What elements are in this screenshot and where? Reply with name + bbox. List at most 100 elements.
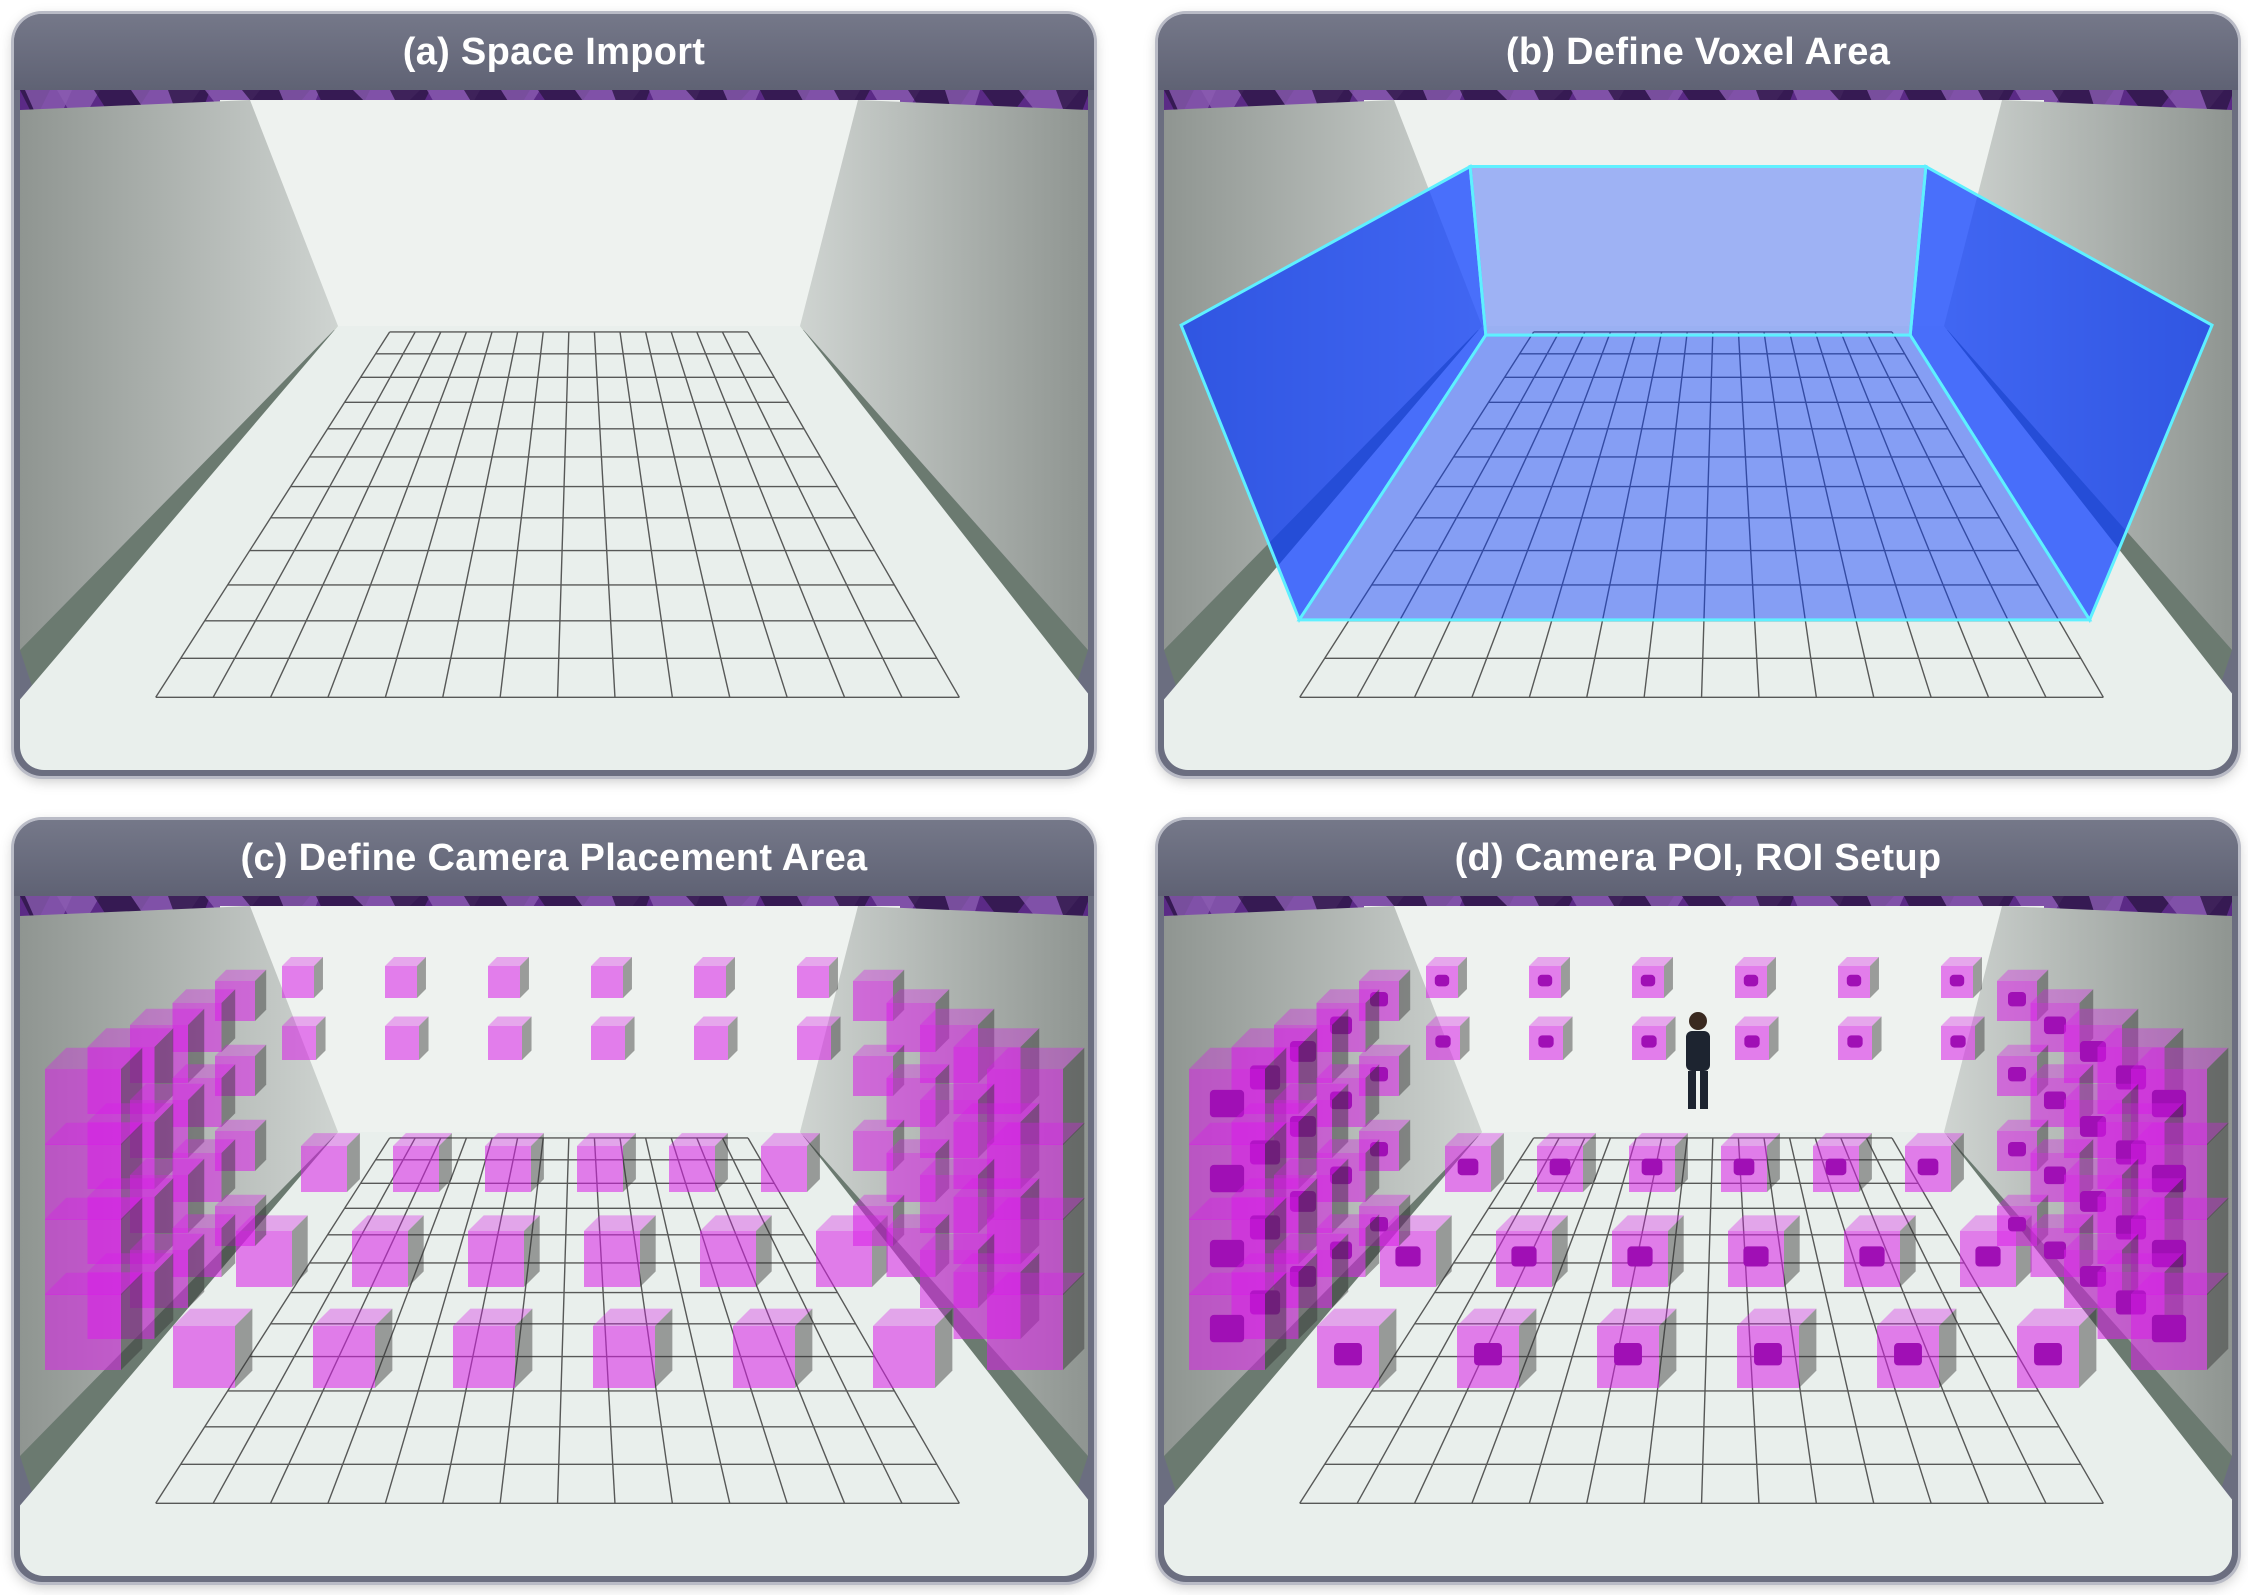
camera-roi-box[interactable]: [1735, 957, 1776, 998]
camera-placement-box[interactable]: [488, 1016, 532, 1060]
camera-icon: [2151, 1164, 2187, 1193]
camera-placement-box[interactable]: [45, 1272, 143, 1370]
camera-icon: [1917, 1158, 1939, 1176]
camera-roi-box[interactable]: [1359, 969, 1411, 1021]
back-wall: [220, 100, 900, 330]
camera-roi-box[interactable]: [1529, 1016, 1573, 1060]
camera-icon: [1825, 1158, 1847, 1176]
camera-placement-box[interactable]: [591, 957, 632, 998]
camera-roi-box[interactable]: [1838, 1016, 1882, 1060]
camera-roi-box[interactable]: [1997, 969, 2049, 1021]
camera-placement-box[interactable]: [172, 1139, 236, 1202]
scene-viewport[interactable]: [20, 896, 1088, 1576]
camera-roi-box[interactable]: [1274, 1158, 1349, 1233]
camera-placement-box[interactable]: [853, 1044, 905, 1096]
camera-icon: [1537, 974, 1553, 987]
camera-placement-box[interactable]: [313, 1308, 393, 1388]
camera-roi-box[interactable]: [1537, 1133, 1596, 1192]
camera-placement-box[interactable]: [577, 1133, 636, 1192]
camera-roi-box[interactable]: [1612, 1215, 1684, 1287]
camera-placement-box[interactable]: [853, 1119, 905, 1171]
camera-placement-box[interactable]: [987, 1197, 1085, 1295]
camera-roi-box[interactable]: [1941, 1016, 1985, 1060]
camera-placement-box[interactable]: [853, 969, 905, 1021]
voxel-area[interactable]: [1179, 164, 2214, 624]
camera-placement-box[interactable]: [488, 957, 529, 998]
camera-placement-box[interactable]: [797, 1016, 841, 1060]
camera-placement-box[interactable]: [173, 1308, 253, 1388]
camera-roi-box[interactable]: [1359, 1194, 1411, 1246]
camera-icon: [1474, 1343, 1502, 1366]
scene-viewport[interactable]: [1164, 90, 2232, 770]
camera-roi-box[interactable]: [1629, 1133, 1688, 1192]
camera-placement-box[interactable]: [761, 1133, 820, 1192]
camera-roi-box[interactable]: [1941, 957, 1982, 998]
camera-icon: [1538, 1035, 1554, 1048]
camera-placement-box[interactable]: [987, 1272, 1085, 1370]
camera-roi-box[interactable]: [2017, 1308, 2097, 1388]
camera-roi-box[interactable]: [1426, 1016, 1470, 1060]
camera-placement-box[interactable]: [172, 989, 236, 1052]
camera-roi-box[interactable]: [1813, 1133, 1872, 1192]
scene-viewport[interactable]: [1164, 896, 2232, 1576]
camera-roi-box[interactable]: [1728, 1215, 1800, 1287]
camera-placement-box[interactable]: [584, 1215, 656, 1287]
camera-roi-box[interactable]: [1632, 957, 1673, 998]
camera-roi-box[interactable]: [1838, 957, 1879, 998]
camera-placement-box[interactable]: [215, 969, 267, 1021]
camera-roi-box[interactable]: [1877, 1308, 1957, 1388]
camera-placement-box[interactable]: [215, 1044, 267, 1096]
camera-roi-box[interactable]: [1844, 1215, 1916, 1287]
camera-roi-box[interactable]: [1359, 1044, 1411, 1096]
camera-roi-box[interactable]: [1189, 1272, 1287, 1370]
camera-grid: [1189, 957, 2229, 1388]
camera-placement-box[interactable]: [215, 1119, 267, 1171]
camera-roi-box[interactable]: [1445, 1133, 1504, 1192]
camera-roi-box[interactable]: [1529, 957, 1570, 998]
camera-icon: [1209, 1239, 1245, 1268]
camera-placement-box[interactable]: [873, 1308, 953, 1388]
camera-roi-box[interactable]: [2131, 1047, 2229, 1145]
camera-placement-box[interactable]: [700, 1215, 772, 1287]
camera-roi-box[interactable]: [1359, 1119, 1411, 1171]
camera-roi-box[interactable]: [2030, 1139, 2094, 1202]
camera-placement-box[interactable]: [591, 1016, 635, 1060]
camera-icon: [1370, 1217, 1388, 1232]
camera-placement-box[interactable]: [669, 1133, 728, 1192]
camera-roi-box[interactable]: [1735, 1016, 1779, 1060]
scene-viewport[interactable]: [20, 90, 1088, 770]
camera-placement-box[interactable]: [282, 1016, 326, 1060]
camera-placement-box[interactable]: [797, 957, 838, 998]
camera-placement-box[interactable]: [468, 1215, 540, 1287]
camera-roi-box[interactable]: [1737, 1308, 1817, 1388]
camera-placement-box[interactable]: [282, 957, 323, 998]
camera-placement-box[interactable]: [694, 1016, 738, 1060]
camera-placement-box[interactable]: [393, 1133, 452, 1192]
camera-icon: [2043, 1091, 2067, 1110]
camera-roi-box[interactable]: [1632, 1016, 1676, 1060]
camera-roi-box[interactable]: [1274, 1083, 1349, 1158]
camera-grid: [45, 957, 1085, 1388]
camera-icon: [1395, 1246, 1421, 1267]
camera-roi-box[interactable]: [1426, 957, 1467, 998]
camera-placement-box[interactable]: [301, 1133, 360, 1192]
camera-roi-box[interactable]: [1721, 1133, 1780, 1192]
camera-roi-box[interactable]: [1496, 1215, 1568, 1287]
camera-roi-box[interactable]: [1905, 1133, 1964, 1192]
camera-placement-box[interactable]: [215, 1194, 267, 1246]
camera-placement-box[interactable]: [385, 1016, 429, 1060]
camera-roi-box[interactable]: [1457, 1308, 1537, 1388]
camera-icon: [2008, 1142, 2026, 1157]
camera-placement-box[interactable]: [385, 957, 426, 998]
camera-placement-box[interactable]: [352, 1215, 424, 1287]
camera-placement-box[interactable]: [694, 957, 735, 998]
camera-placement-box[interactable]: [453, 1308, 533, 1388]
camera-icon: [1640, 974, 1656, 987]
camera-placement-box[interactable]: [485, 1133, 544, 1192]
camera-placement-box[interactable]: [733, 1308, 813, 1388]
camera-roi-box[interactable]: [1317, 1308, 1397, 1388]
camera-icon: [1370, 1142, 1388, 1157]
camera-roi-box[interactable]: [1597, 1308, 1677, 1388]
camera-roi-box[interactable]: [2131, 1272, 2229, 1370]
camera-placement-box[interactable]: [593, 1308, 673, 1388]
